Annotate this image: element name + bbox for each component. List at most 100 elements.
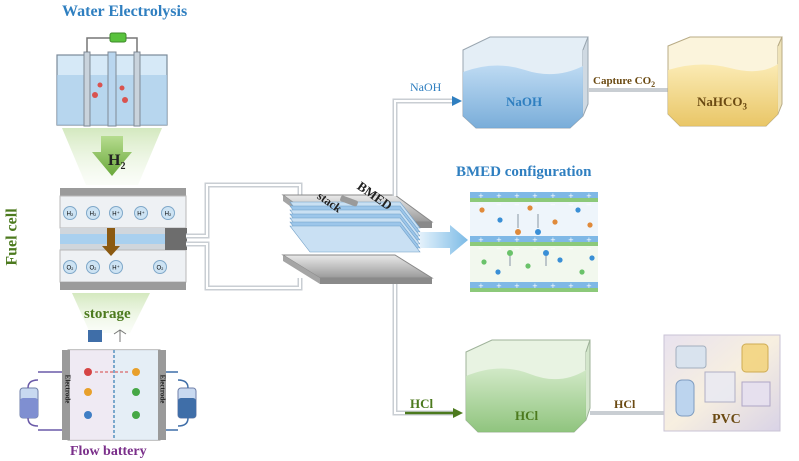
hcl-arrow-label: HCl	[410, 396, 434, 411]
charge-mark: +	[568, 282, 574, 290]
charge-mark: +	[550, 236, 556, 244]
ion-dot	[495, 269, 501, 275]
ion-label: O₂	[157, 266, 165, 272]
ion-dot	[525, 263, 531, 269]
hcl-to-pvc-label: HCl	[614, 397, 636, 411]
naoh-arrow-label: NaOH	[410, 80, 442, 94]
charge-mark: −	[550, 291, 556, 299]
stack-membrane-layer	[289, 225, 421, 253]
ion-dot	[527, 205, 533, 211]
charge-mark: −	[496, 245, 502, 253]
pipe-to-hcl	[392, 284, 458, 416]
charge-mark: +	[586, 192, 592, 200]
electrode-left-label: Electrode	[63, 374, 72, 404]
charge-mark: −	[478, 291, 484, 299]
charge-mark: +	[532, 192, 538, 200]
charge-mark: +	[568, 192, 574, 200]
electrolysis-cell	[56, 32, 168, 127]
nahco3-tank-label: NaHCO3	[697, 94, 747, 112]
ion-bubble: H⁺	[134, 206, 148, 220]
solar-panel-icon	[88, 330, 102, 342]
charge-mark: +	[514, 192, 520, 200]
charge-mark: −	[568, 201, 574, 209]
hcl-tank	[465, 339, 591, 433]
water-electrolysis-title: Water Electrolysis	[62, 3, 188, 20]
charge-mark: −	[586, 201, 592, 209]
charge-mark: +	[478, 192, 484, 200]
charge-mark: −	[568, 245, 574, 253]
ion-dot	[552, 219, 558, 225]
ion-bubble: H⁺	[109, 206, 123, 220]
ion-dot	[579, 269, 585, 275]
charge-mark: +	[532, 282, 538, 290]
flow-battery	[19, 329, 197, 441]
bmed-stack	[281, 194, 434, 284]
h2-down-arrow	[92, 136, 132, 176]
flow-battery-title: Flow battery	[70, 444, 147, 459]
ion-label: H⁺	[112, 211, 120, 218]
capture-co2-label: Capture CO2	[593, 75, 656, 90]
charge-mark: +	[550, 282, 556, 290]
ion-bubble: O₂	[153, 260, 167, 274]
ion-dot	[557, 257, 563, 263]
ion-dot	[497, 217, 503, 223]
ion-bubble: H⁺	[109, 260, 123, 274]
naoh-tank-label: NaOH	[506, 94, 543, 109]
charge-mark: −	[568, 291, 574, 299]
naoh-arrow-head	[452, 96, 462, 106]
ion-bubble: H₂	[63, 206, 77, 220]
charge-mark: +	[478, 236, 484, 244]
charge-mark: −	[514, 201, 520, 209]
charge-mark: −	[514, 291, 520, 299]
fuel-cell	[59, 188, 187, 290]
hcl-tank-label: HCl	[515, 408, 539, 423]
charge-mark: +	[586, 282, 592, 290]
charge-mark: +	[496, 282, 502, 290]
bmed-detail-arrow	[420, 225, 468, 255]
hcl-arrow-head	[453, 408, 463, 418]
charge-mark: +	[532, 236, 538, 244]
ion-dot	[587, 222, 593, 228]
charge-mark: −	[478, 201, 484, 209]
ion-dot	[575, 207, 581, 213]
ion-bubble: O₂	[86, 260, 100, 274]
electrode-right-label: Electrode	[158, 374, 167, 404]
pipe-to-naoh	[392, 98, 455, 196]
charge-mark: +	[550, 192, 556, 200]
charge-mark: +	[478, 282, 484, 290]
charge-mark: +	[586, 236, 592, 244]
ion-label: H₂	[165, 212, 172, 218]
charge-mark: −	[550, 245, 556, 253]
charge-mark: +	[496, 192, 502, 200]
bmed-configuration-title: BMED configuration	[456, 164, 592, 180]
charge-mark: +	[514, 236, 520, 244]
ion-label: O₂	[90, 266, 98, 272]
charge-mark: −	[532, 291, 538, 299]
ion-bubble: H₂	[161, 206, 175, 220]
ion-label: H₂	[67, 212, 74, 218]
ion-label: O₂	[67, 266, 75, 272]
charge-mark: −	[514, 245, 520, 253]
charge-mark: −	[478, 245, 484, 253]
pvc-label: PVC	[712, 412, 741, 427]
ion-bubble: O₂	[63, 260, 77, 274]
charge-mark: −	[550, 201, 556, 209]
ion-dot	[589, 255, 595, 261]
fuel-cell-title: Fuel cell	[3, 208, 21, 266]
wind-turbine-icon	[113, 329, 127, 342]
charge-mark: −	[532, 245, 538, 253]
h2-label: H2	[108, 152, 126, 173]
ion-dot	[479, 207, 485, 213]
charge-mark: +	[568, 236, 574, 244]
charge-mark: +	[514, 282, 520, 290]
battery-icon	[109, 32, 127, 43]
storage-beam	[72, 293, 150, 333]
charge-mark: −	[586, 245, 592, 253]
charge-mark: −	[532, 201, 538, 209]
ion-label: H⁺	[137, 211, 145, 218]
charge-mark: −	[496, 201, 502, 209]
charge-mark: −	[496, 291, 502, 299]
naoh-tank	[462, 36, 589, 129]
